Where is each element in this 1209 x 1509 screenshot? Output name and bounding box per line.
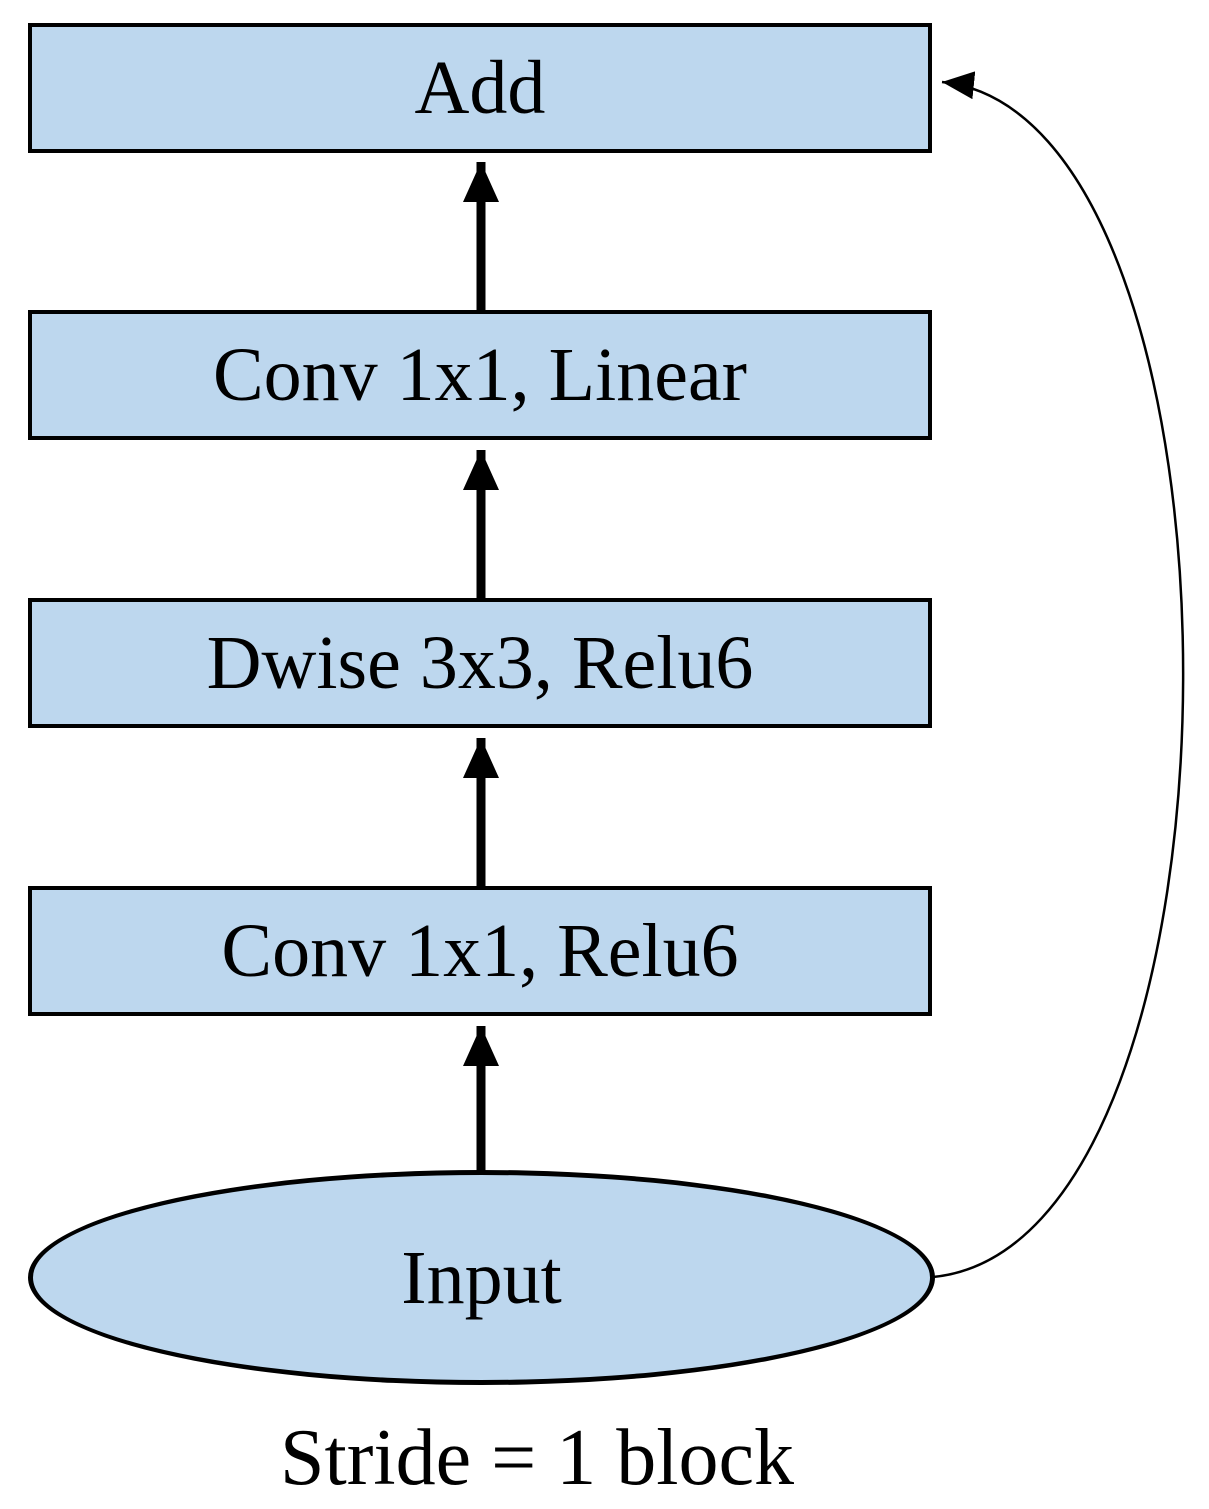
node-conv-1x1-relu6-label: Conv 1x1, Relu6 <box>221 909 739 993</box>
node-conv-1x1-relu6: Conv 1x1, Relu6 <box>28 886 932 1016</box>
node-dwise-3x3-relu6: Dwise 3x3, Relu6 <box>28 598 932 728</box>
node-conv-1x1-linear: Conv 1x1, Linear <box>28 310 932 440</box>
node-conv-1x1-linear-label: Conv 1x1, Linear <box>212 333 747 417</box>
diagram-caption: Stride = 1 block <box>280 1414 794 1502</box>
node-add: Add <box>28 23 932 153</box>
node-add-label: Add <box>414 46 546 130</box>
skip-connection-input-to-add <box>932 71 1185 1279</box>
node-dwise-3x3-relu6-label: Dwise 3x3, Relu6 <box>206 621 754 705</box>
node-input: Input <box>28 1170 935 1385</box>
node-input-label: Input <box>401 1235 562 1320</box>
